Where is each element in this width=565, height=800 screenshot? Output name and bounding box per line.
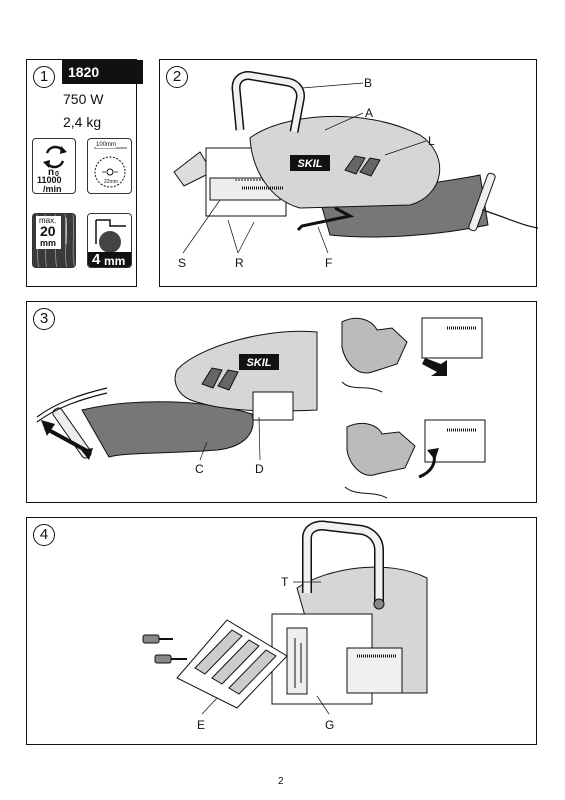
speed-value: 11000 xyxy=(37,175,62,185)
speed-sub: 0 xyxy=(55,171,59,178)
brand-logo: SKIL xyxy=(297,158,322,170)
saw-blade-icon xyxy=(94,147,127,188)
label-R: R xyxy=(235,256,244,270)
blade-thickness-icon: 4 mm xyxy=(87,213,132,268)
biscuit-joiner-illustration: SKIL xyxy=(173,71,539,254)
label-D: D xyxy=(255,462,264,476)
label-F: F xyxy=(325,256,333,270)
label-B: B xyxy=(364,76,373,90)
label-T: T xyxy=(281,575,289,589)
figure-number-4: 4 xyxy=(33,524,55,546)
depth-value: 20 xyxy=(40,223,56,239)
thickness-value: 4 xyxy=(92,251,101,268)
cutting-depth-icon: max. 20 mm xyxy=(32,213,76,268)
label-G: G xyxy=(325,718,335,732)
panel-fig1: 1 1820 750 W 2,4 kg n 0 11000 /min 100mm… xyxy=(26,59,143,287)
model-number: 1820 xyxy=(62,60,143,84)
brand-logo-2: SKIL xyxy=(246,357,271,369)
thickness-unit: mm xyxy=(104,254,126,268)
label-S: S xyxy=(178,256,187,270)
label-C: C xyxy=(195,462,204,476)
blade-diameter-value: 100mm xyxy=(96,142,117,148)
blade-diameter-icon: 100mm 22mm xyxy=(87,138,132,194)
panel-fig2: 2 SKIL B A L S R F xyxy=(159,59,539,287)
dust-bag-illustration: SKIL xyxy=(36,317,486,499)
power-rating: 750 W xyxy=(63,91,104,107)
blade-cross-section-icon xyxy=(88,214,131,267)
speed-unit: /min xyxy=(43,184,62,194)
bore-diameter-value: 22mm xyxy=(104,179,118,185)
label-L: L xyxy=(428,134,435,148)
label-A: A xyxy=(365,106,374,120)
depth-unit: mm xyxy=(40,238,57,248)
label-E: E xyxy=(197,718,206,732)
figure-number-3: 3 xyxy=(33,308,55,330)
page-number: 2 xyxy=(278,776,284,787)
panel-fig3: 3 SKIL C D xyxy=(26,301,537,503)
rotation-arrows-icon xyxy=(43,145,67,169)
depth-max-label: max. xyxy=(39,216,57,225)
speed-symbol: n xyxy=(48,167,55,178)
wood-grain-icon xyxy=(33,214,75,267)
panel-fig4: 4 T E G xyxy=(26,517,537,745)
speed-icon: n 0 11000 /min xyxy=(32,138,76,194)
figure-number-2: 2 xyxy=(166,66,188,88)
figure-number-1: 1 xyxy=(33,66,55,88)
fence-assembly-illustration xyxy=(142,520,428,715)
weight-rating: 2,4 kg xyxy=(63,114,102,130)
